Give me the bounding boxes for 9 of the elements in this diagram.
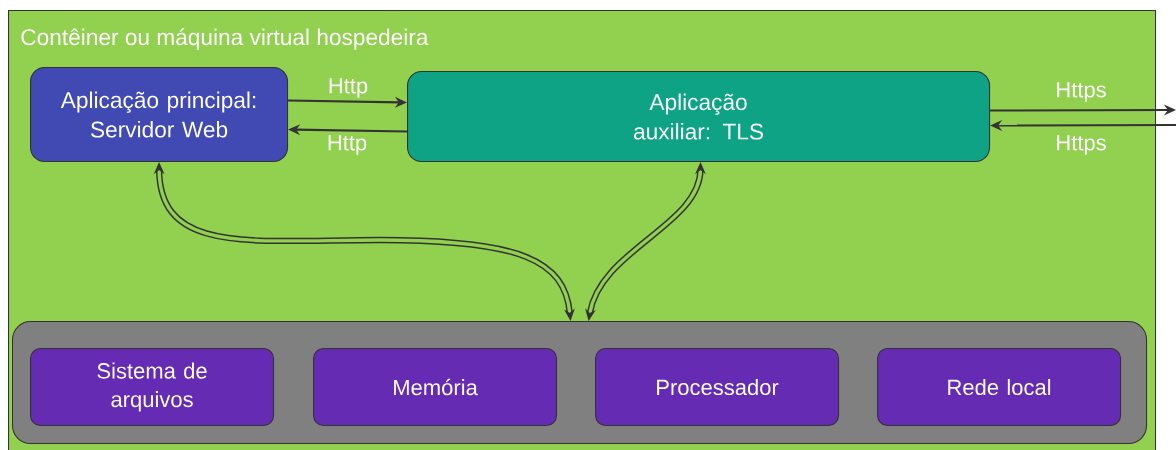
edge-label: Https [1054, 133, 1108, 157]
application-box: Aplicação auxiliar: TLS [407, 71, 991, 163]
edge-label: Http [326, 76, 370, 100]
resource-box: Processador [595, 348, 840, 427]
edge-label: Https [1054, 80, 1108, 104]
resource-box: Memória [313, 348, 558, 427]
resource-box: Rede local [877, 348, 1122, 427]
application-box: Aplicação principal: Servidor Web [30, 67, 289, 163]
resource-box: Sistema de arquivos [30, 348, 275, 427]
